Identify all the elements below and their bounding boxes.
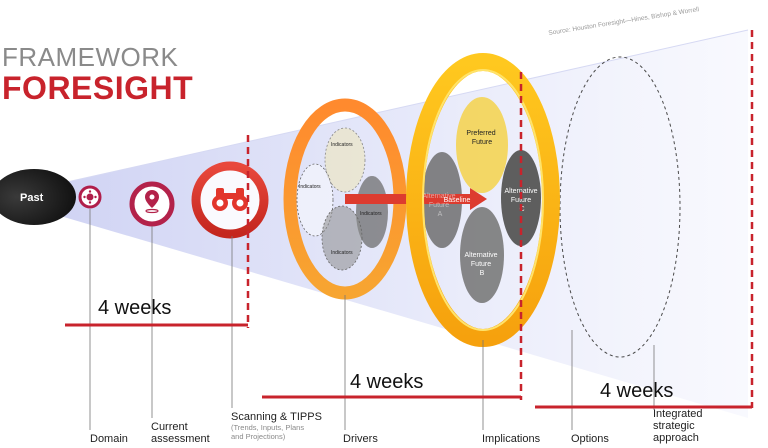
- past-disc: [0, 169, 76, 225]
- alt-future-b-label: Alternative Future B: [464, 252, 499, 277]
- past-label: Past: [20, 192, 44, 204]
- binoculars-icon: [212, 188, 248, 211]
- alt-future-a-label: Alternative Future A: [422, 193, 457, 218]
- scanning-ring: [191, 161, 269, 239]
- indicator-circle: [324, 127, 366, 193]
- title-framework: FRAMEWORK: [2, 42, 179, 72]
- stage-label-integrated-line3: approach: [653, 432, 699, 444]
- title-foresight: FORESIGHT: [2, 70, 194, 106]
- indicator-circle: [296, 163, 334, 237]
- implications-ring: [406, 53, 560, 347]
- virus-icon: [83, 190, 97, 204]
- stage-label-implications: Implications: [482, 433, 541, 445]
- stage-label-domain: Domain: [90, 433, 128, 445]
- stage-label-drivers: Drivers: [343, 433, 378, 445]
- options-dashed-ring: [559, 56, 681, 358]
- stage-label-scanning-sub2: and Projections): [231, 432, 286, 441]
- stage-label-current: Current assessment: [151, 421, 210, 445]
- cone-upper-edge: [39, 29, 749, 189]
- stage-label-integrated: Integrated strategic approach: [653, 408, 703, 444]
- stage-label-scanning-sub1: (Trends, Inputs, Plans: [231, 423, 305, 432]
- baseline-label: Baseline: [444, 197, 471, 204]
- stage-label-scanning: Scanning & TIPPS (Trends, Inputs, Plans …: [231, 411, 322, 441]
- phase-label-1: 4 weeks: [98, 297, 172, 319]
- stage-label-options: Options: [571, 433, 609, 445]
- indicator-label: Indicators: [299, 184, 321, 190]
- future-circle-alt-b: [460, 207, 504, 303]
- indicator-label: Indicators: [360, 211, 382, 217]
- stage-label-integrated-line2: strategic: [653, 420, 695, 432]
- phase-label-2: 4 weeks: [350, 371, 424, 393]
- indicator-label: Indicators: [331, 250, 353, 256]
- stage-label-current-line1: Current: [151, 421, 188, 433]
- stage-connectors: [89, 209, 655, 430]
- preferred-future-label: Preferred Future: [466, 130, 497, 146]
- stage-label-integrated-line1: Integrated: [653, 408, 703, 420]
- stage-label-scanning-title: Scanning & TIPPS: [231, 411, 322, 423]
- future-circle-preferred: [456, 97, 508, 193]
- implications-ring-inner-edge: [422, 69, 544, 331]
- phase-label-3: 4 weeks: [600, 380, 674, 402]
- indicator-label: Indicators: [331, 142, 353, 148]
- map-pin-icon: [145, 190, 159, 214]
- indicator-circle: [321, 205, 363, 271]
- stage-label-current-line2: assessment: [151, 433, 210, 445]
